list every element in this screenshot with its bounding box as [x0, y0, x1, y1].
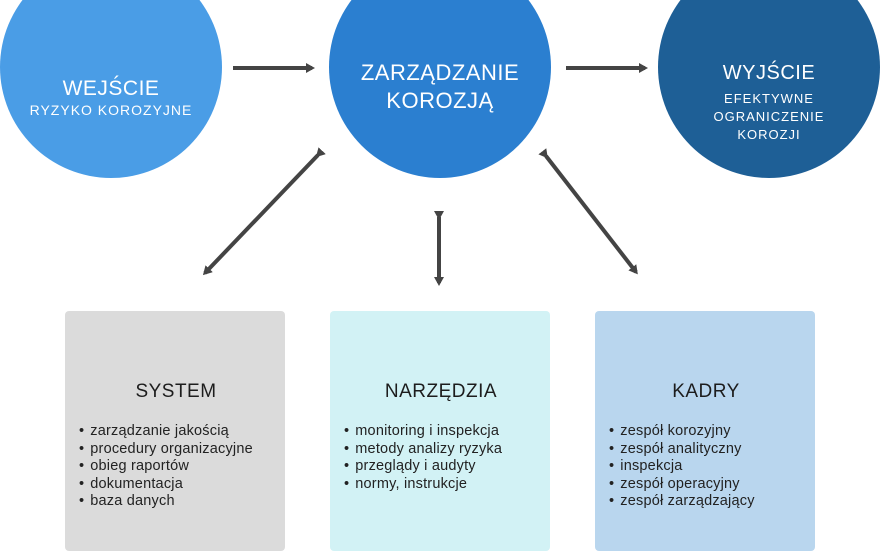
arrow-management-staff	[538, 148, 638, 275]
system-title: SYSTEM	[135, 381, 217, 402]
management-title: ZARZĄDZANIE KOROZJĄ	[360, 60, 520, 113]
list-item: procedury organizacyjne	[79, 441, 273, 459]
tools-title: NARZĘDZIA	[384, 381, 498, 402]
output-circle: WYJŚCIE EFEKTYWNE OGRANICZENIE KOROZJI	[658, 0, 880, 178]
list-item: zespół zarządzający	[609, 493, 803, 511]
list-item: zarządzanie jakością	[79, 423, 273, 441]
list-item: metody analizy ryzyka	[344, 441, 538, 459]
list-item: przeglądy i audyty	[344, 458, 538, 476]
tools-box: NARZĘDZIA monitoring i inspekcja metody …	[330, 311, 550, 551]
list-item: normy, instrukcje	[344, 476, 538, 494]
system-box: SYSTEM zarządzanie jakością procedury or…	[65, 311, 285, 551]
management-circle: ZARZĄDZANIE KOROZJĄ	[329, 0, 551, 178]
list-item: zespół analityczny	[609, 441, 803, 459]
list-item: monitoring i inspekcja	[344, 423, 538, 441]
list-item: zespół operacyjny	[609, 476, 803, 494]
list-item: inspekcja	[609, 458, 803, 476]
staff-title: KADRY	[672, 381, 740, 402]
output-subtitle: EFEKTYWNE OGRANICZENIE KOROZJI	[713, 91, 825, 142]
list-item: baza danych	[79, 493, 273, 511]
staff-box: KADRY zespół korozyjny zespół analityczn…	[595, 311, 815, 551]
input-circle: WEJŚCIE RYZYKO KOROZYJNE	[0, 0, 222, 178]
input-subtitle: RYZYKO KOROZYJNE	[29, 101, 193, 118]
system-list: zarządzanie jakością procedury organizac…	[79, 423, 273, 511]
output-title: WYJŚCIE	[722, 62, 816, 84]
arrow-management-system	[202, 147, 326, 276]
list-item: zespół korozyjny	[609, 423, 803, 441]
staff-list: zespół korozyjny zespół analityczny insp…	[609, 423, 803, 511]
list-item: obieg raportów	[79, 458, 273, 476]
list-item: dokumentacja	[79, 476, 273, 494]
input-title: WEJŚCIE	[62, 76, 160, 100]
tools-list: monitoring i inspekcja metody analizy ry…	[344, 423, 538, 493]
